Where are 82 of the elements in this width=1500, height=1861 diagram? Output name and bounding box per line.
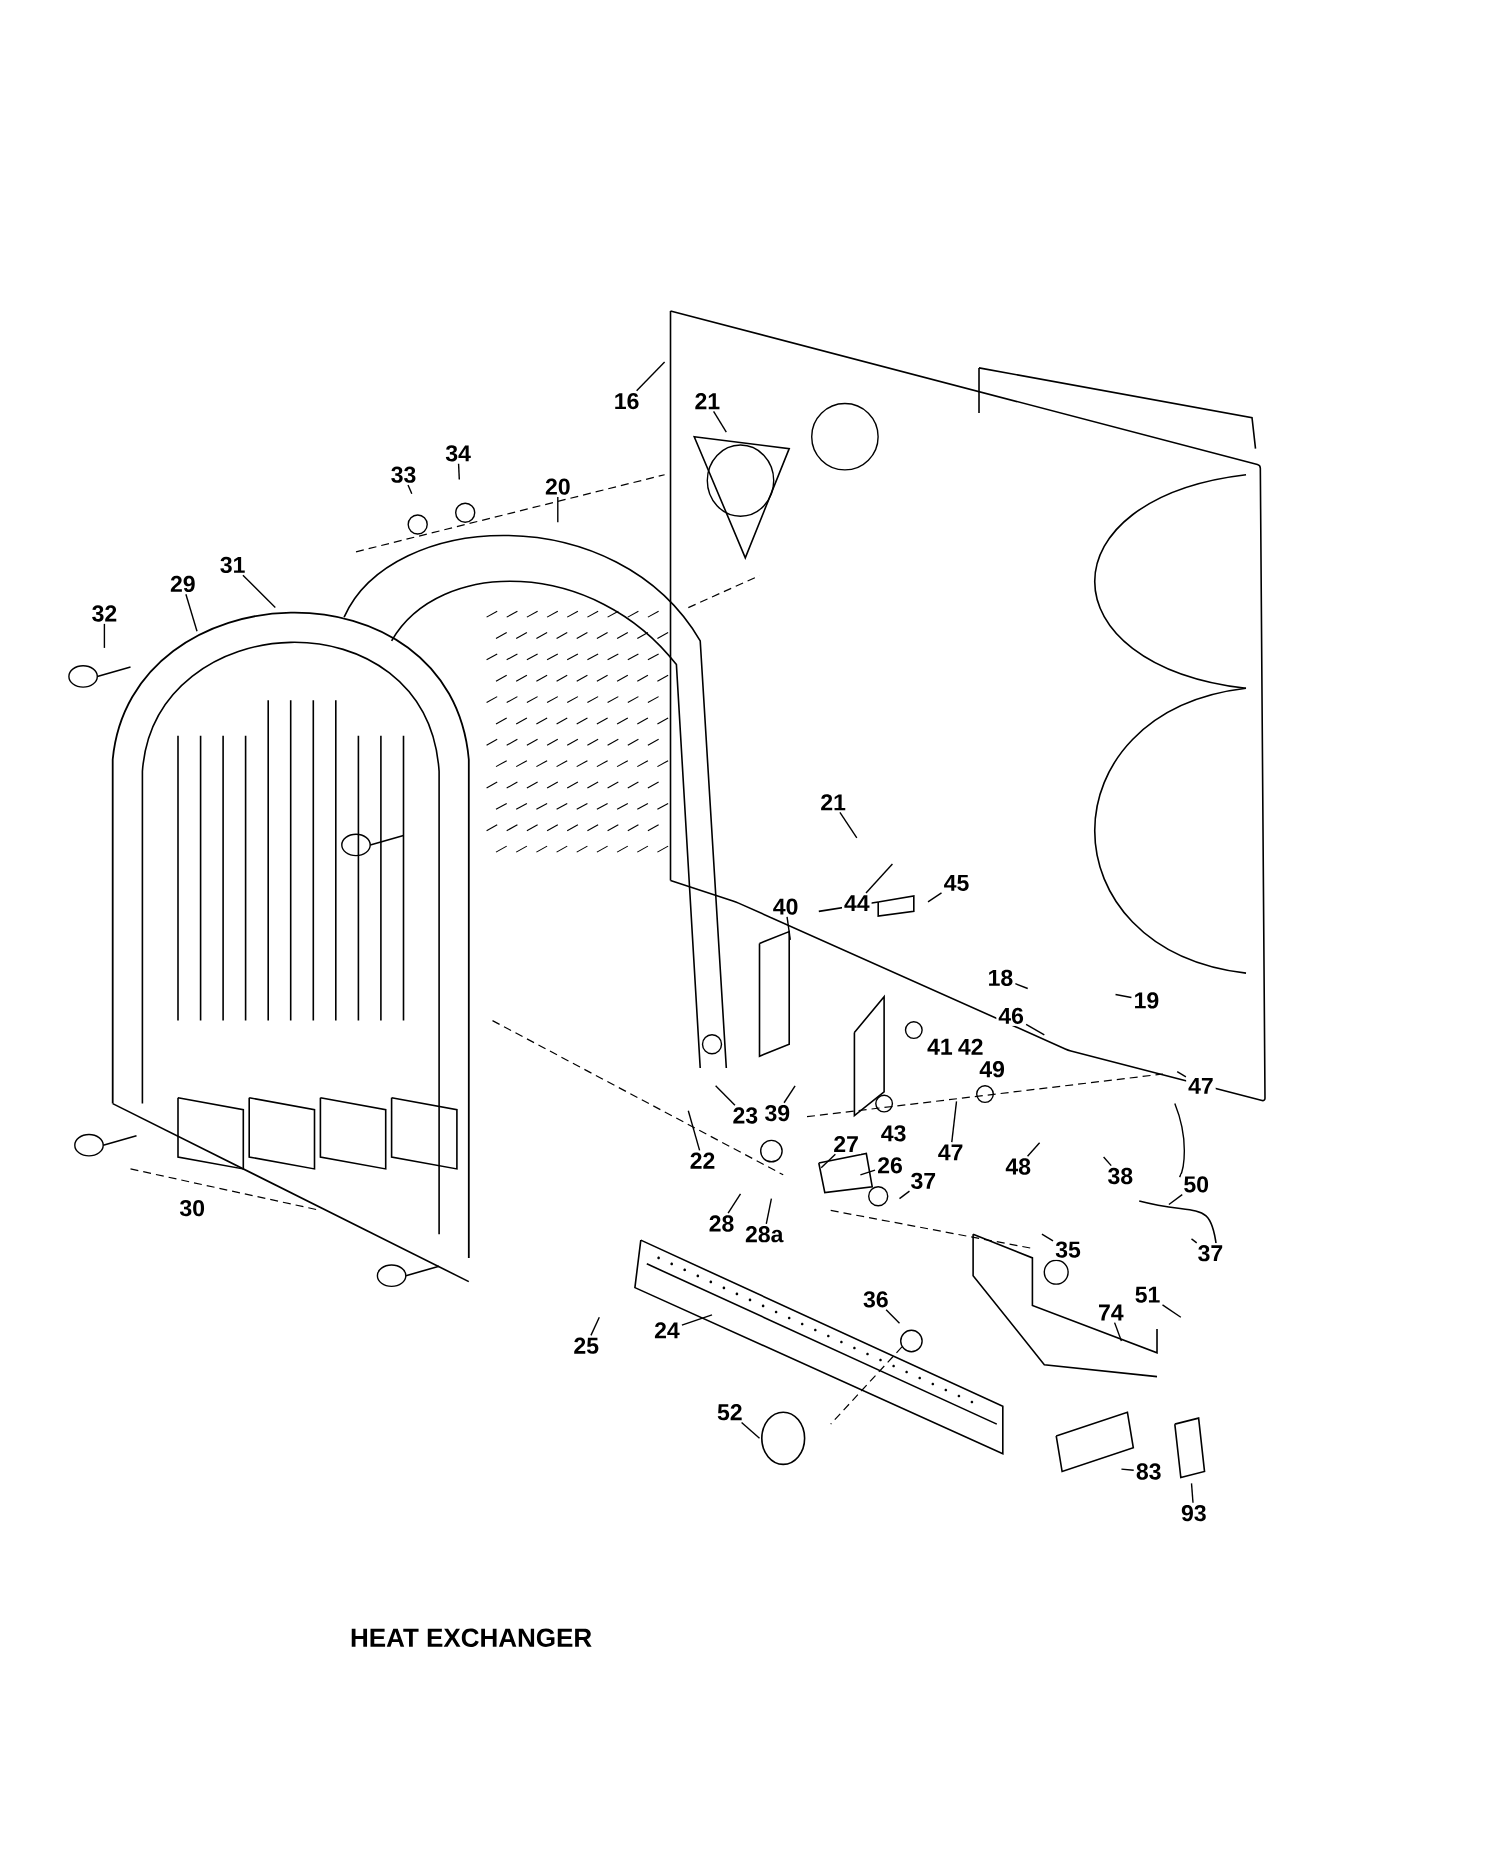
- leader-line: [783, 1085, 796, 1104]
- leader-line: [885, 1309, 901, 1324]
- callout-number: 28a: [743, 1224, 786, 1245]
- leader-line: [557, 496, 559, 523]
- leader-line: [765, 1197, 773, 1225]
- leader-line: [103, 623, 106, 649]
- leader-line: [839, 811, 858, 839]
- callout-number: 22: [687, 1150, 718, 1171]
- leader-line: [185, 593, 198, 632]
- callout-number: 18: [985, 967, 1016, 988]
- callout-number: 49: [977, 1059, 1007, 1080]
- callout-number: 35: [1053, 1239, 1083, 1260]
- leader-line: [1120, 1468, 1135, 1471]
- callout-number: 43: [878, 1123, 909, 1144]
- leader-line: [1168, 1193, 1183, 1206]
- leader-line: [1190, 1482, 1194, 1504]
- leader-line: [740, 1421, 761, 1439]
- callout-number: 24: [652, 1320, 682, 1341]
- callout-number: 30: [177, 1197, 207, 1219]
- leader-line: [1114, 993, 1133, 999]
- callout-number: 27: [831, 1134, 861, 1155]
- leader-line: [898, 1190, 911, 1200]
- callout-number: 42: [955, 1036, 986, 1057]
- leader-line: [1014, 983, 1029, 990]
- callout-number: 37: [1195, 1243, 1226, 1264]
- callout-number: 26: [875, 1155, 905, 1176]
- leader-line: [1176, 1070, 1187, 1078]
- callout-number: 36: [861, 1289, 891, 1310]
- leader-line: [1025, 1023, 1045, 1036]
- callout-number: 52: [715, 1402, 745, 1423]
- callout-number: 38: [1105, 1165, 1136, 1187]
- leader-line: [1113, 1321, 1123, 1342]
- leader-line: [681, 1314, 713, 1326]
- callout-number: 37: [908, 1170, 939, 1191]
- callout-number: 93: [1179, 1502, 1209, 1524]
- leader-line: [1026, 1142, 1041, 1157]
- callout-number: 16: [611, 390, 642, 412]
- leader-line: [1161, 1304, 1182, 1318]
- leader-line: [635, 361, 666, 392]
- leader-line: [927, 892, 943, 903]
- callout-number: 21: [818, 792, 848, 813]
- callout-number: 20: [543, 476, 573, 497]
- callout-number: 23: [730, 1105, 761, 1126]
- callout-number: 45: [941, 872, 972, 893]
- callout-number: 32: [89, 603, 120, 624]
- leader-line: [590, 1316, 600, 1337]
- callout-number: 74: [1096, 1302, 1126, 1323]
- leader-line: [1190, 1238, 1198, 1244]
- leader-line: [712, 410, 727, 433]
- leader-line: [786, 916, 791, 941]
- callout-number: 28: [706, 1213, 737, 1234]
- callout-number: 48: [1003, 1156, 1033, 1177]
- leader-line: [727, 1193, 742, 1214]
- leader-line: [687, 1110, 701, 1152]
- callout-number: 51: [1132, 1284, 1163, 1305]
- title: HEAT EXCHANGER: [351, 1628, 592, 1647]
- callout-number: 44: [842, 893, 872, 914]
- leader-line: [859, 1169, 876, 1176]
- callout-number: 47: [1186, 1075, 1216, 1096]
- callout-number: 47: [935, 1142, 966, 1163]
- callout-number: 34: [443, 443, 473, 464]
- callout-number: 83: [1133, 1461, 1164, 1482]
- callout-number: 21: [692, 391, 723, 412]
- callout-number: 41: [925, 1036, 955, 1057]
- leader-line: [1041, 1233, 1054, 1242]
- callout-number: 19: [1131, 990, 1162, 1011]
- leader-line: [407, 484, 413, 495]
- leader-line: [951, 1100, 958, 1143]
- leader-line: [1102, 1156, 1112, 1167]
- callout-number: 46: [996, 1005, 1026, 1026]
- callout-number: 50: [1181, 1174, 1211, 1195]
- leader-line: [865, 863, 894, 894]
- callout-number: 33: [388, 464, 419, 485]
- callout-number: 25: [571, 1335, 601, 1356]
- callout-number: 29: [168, 573, 198, 595]
- callout-number: 39: [762, 1102, 793, 1124]
- callout-number: 40: [770, 896, 801, 917]
- callout-number: 31: [217, 554, 248, 576]
- leader-line: [714, 1085, 736, 1106]
- leader-line: [242, 574, 276, 609]
- leader-line: [820, 1153, 837, 1169]
- leader-line: [457, 462, 460, 481]
